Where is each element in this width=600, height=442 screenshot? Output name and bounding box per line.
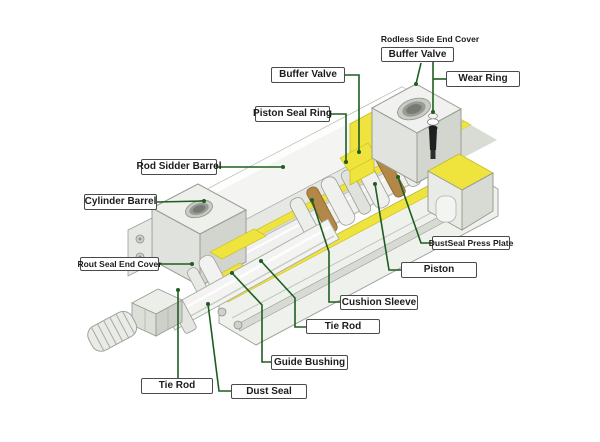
rodless-end-cover-block <box>339 83 463 186</box>
leader-cylinder-barrel <box>156 200 205 203</box>
right-end-block <box>427 153 494 231</box>
rod-threaded-tip <box>87 310 138 352</box>
label-dust-seal: Dust Seal <box>231 384 307 399</box>
label-guide-bushing: Guide Bushing <box>271 355 348 370</box>
label-buffer-valve-top: Buffer Valve <box>381 47 454 62</box>
label-rodless-side-end-cover: Rodless Side End Cover <box>380 33 480 44</box>
label-cylinder-barrel: Cylinder Barrel <box>84 194 157 210</box>
cylinder-body <box>87 83 499 352</box>
leader-dots <box>176 82 435 306</box>
leader-dustseal-press-plate <box>397 176 432 244</box>
label-buffer-valve-center: Buffer Valve <box>271 67 345 83</box>
rod-hex-nut <box>130 288 184 337</box>
label-rod-sidder-barrel: Rod Sidder Barrel <box>136 159 222 175</box>
label-tie-rod-lower: Tie Rod <box>141 378 213 394</box>
label-piston: Piston <box>401 262 477 278</box>
buffer-valve-needle <box>427 112 439 159</box>
label-rout-seal-end-cover: Rout Seal End Cover <box>77 257 162 271</box>
label-wear-ring: Wear Ring <box>446 71 520 87</box>
label-tie-rod-upper: Tie Rod <box>306 319 380 334</box>
leader-piston <box>374 183 401 271</box>
threaded-port <box>397 97 431 121</box>
label-cushion-sleeve: Cushion Sleeve <box>340 295 418 310</box>
tie-rod-shape <box>217 196 481 332</box>
leader-dust-seal <box>207 303 231 392</box>
leader-guide-bushing <box>231 272 271 363</box>
label-dustseal-press-plate: DustSeal Press Plate <box>429 236 513 250</box>
leader-lines <box>156 62 446 392</box>
threaded-port-2 <box>185 199 213 219</box>
leader-piston-seal-ring <box>330 113 347 162</box>
leader-rodless-side-end-cover <box>415 62 422 85</box>
leader-buffer-valve-center <box>345 74 360 152</box>
leader-tie-rod-upper <box>260 260 306 328</box>
label-piston-seal-ring: Piston Seal Ring <box>253 106 332 122</box>
leader-cushion-sleeve <box>311 199 340 303</box>
